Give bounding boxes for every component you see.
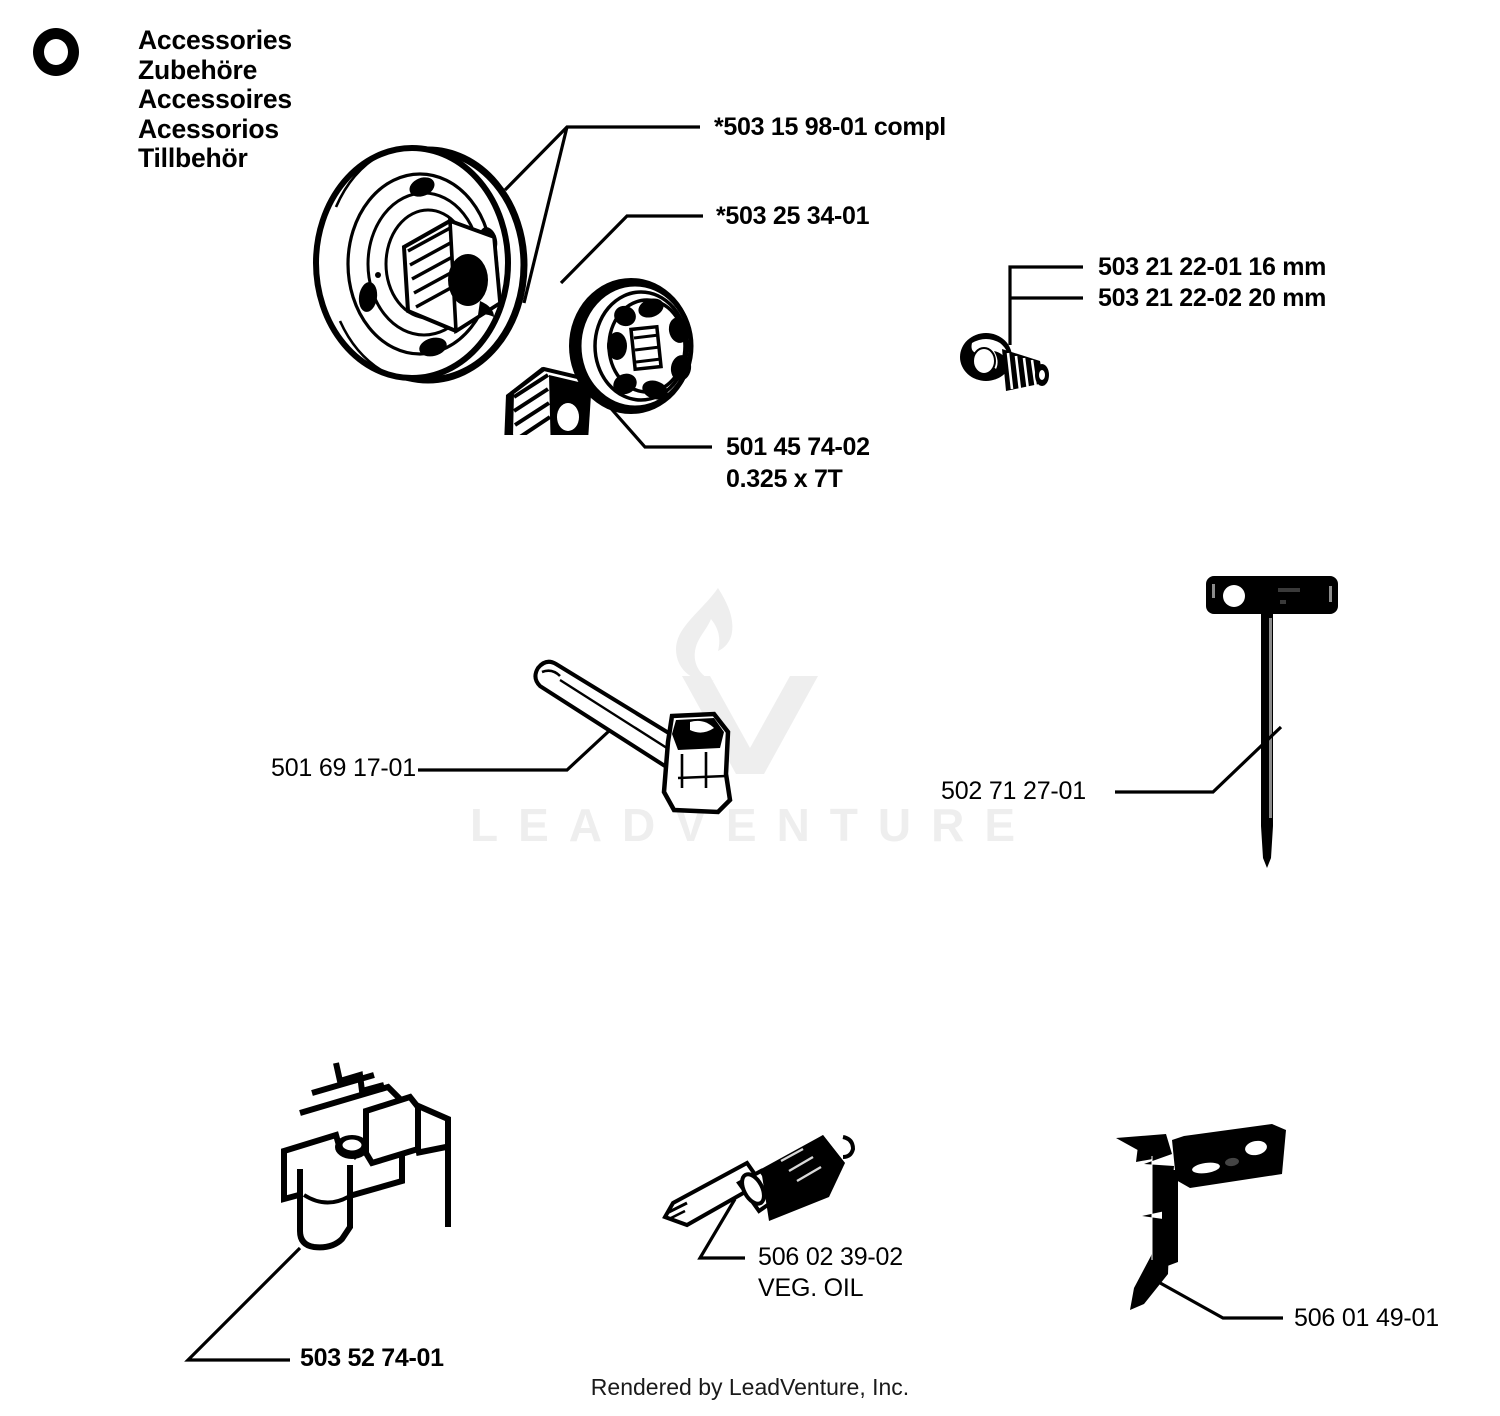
part-label-t-handle-screwdriver: 502 71 27-01 bbox=[941, 777, 1086, 805]
part-label-guard-bracket: 503 52 74-01 bbox=[300, 1344, 444, 1372]
header-titles: Accessories Zubehöre Accessoires Acessor… bbox=[138, 25, 418, 174]
clutch-drum-illustration bbox=[300, 125, 700, 463]
part-label-rim-sprocket-spec: 0.325 x 7T bbox=[726, 465, 843, 493]
header-title-de: Zubehöre bbox=[138, 54, 258, 85]
rim-sprocket-illustration bbox=[555, 272, 715, 427]
part-label-felling-spike: 506 01 49-01 bbox=[1294, 1304, 1439, 1332]
part-label-screw-20mm: 503 21 22-02 20 mm bbox=[1098, 284, 1327, 312]
part-label-needle-bearing: *503 25 34-01 bbox=[716, 202, 870, 230]
circle-outline-icon bbox=[33, 28, 79, 76]
combination-wrench-illustration bbox=[520, 650, 750, 825]
oil-screwdriver-illustration bbox=[655, 1125, 865, 1250]
guard-bracket-illustration bbox=[240, 1055, 500, 1290]
header-title-sv: Tillbehör bbox=[138, 143, 248, 173]
header-title-fr: Accessoires bbox=[138, 84, 292, 114]
part-label-rim-sprocket: 501 45 74-02 bbox=[726, 433, 870, 461]
part-label-combination-wrench: 501 69 17-01 bbox=[271, 754, 416, 782]
part-label-clutch-drum: *503 15 98-01 compl bbox=[714, 113, 946, 141]
t-handle-screwdriver-illustration bbox=[1200, 570, 1360, 875]
screw-illustration bbox=[958, 325, 1068, 410]
part-label-oil-screwdriver-spec: VEG. OIL bbox=[758, 1274, 864, 1302]
header: Accessories Zubehöre Accessoires Acessor… bbox=[0, 0, 420, 190]
header-title-en: Accessories bbox=[138, 25, 292, 55]
part-label-screw-16mm: 503 21 22-01 16 mm bbox=[1098, 253, 1327, 281]
felling-spike-illustration bbox=[1090, 1110, 1310, 1335]
part-label-oil-screwdriver: 506 02 39-02 bbox=[758, 1243, 903, 1271]
header-title-pt: Acessorios bbox=[138, 113, 279, 144]
footer-attribution: Rendered by LeadVenture, Inc. bbox=[590, 1374, 910, 1400]
